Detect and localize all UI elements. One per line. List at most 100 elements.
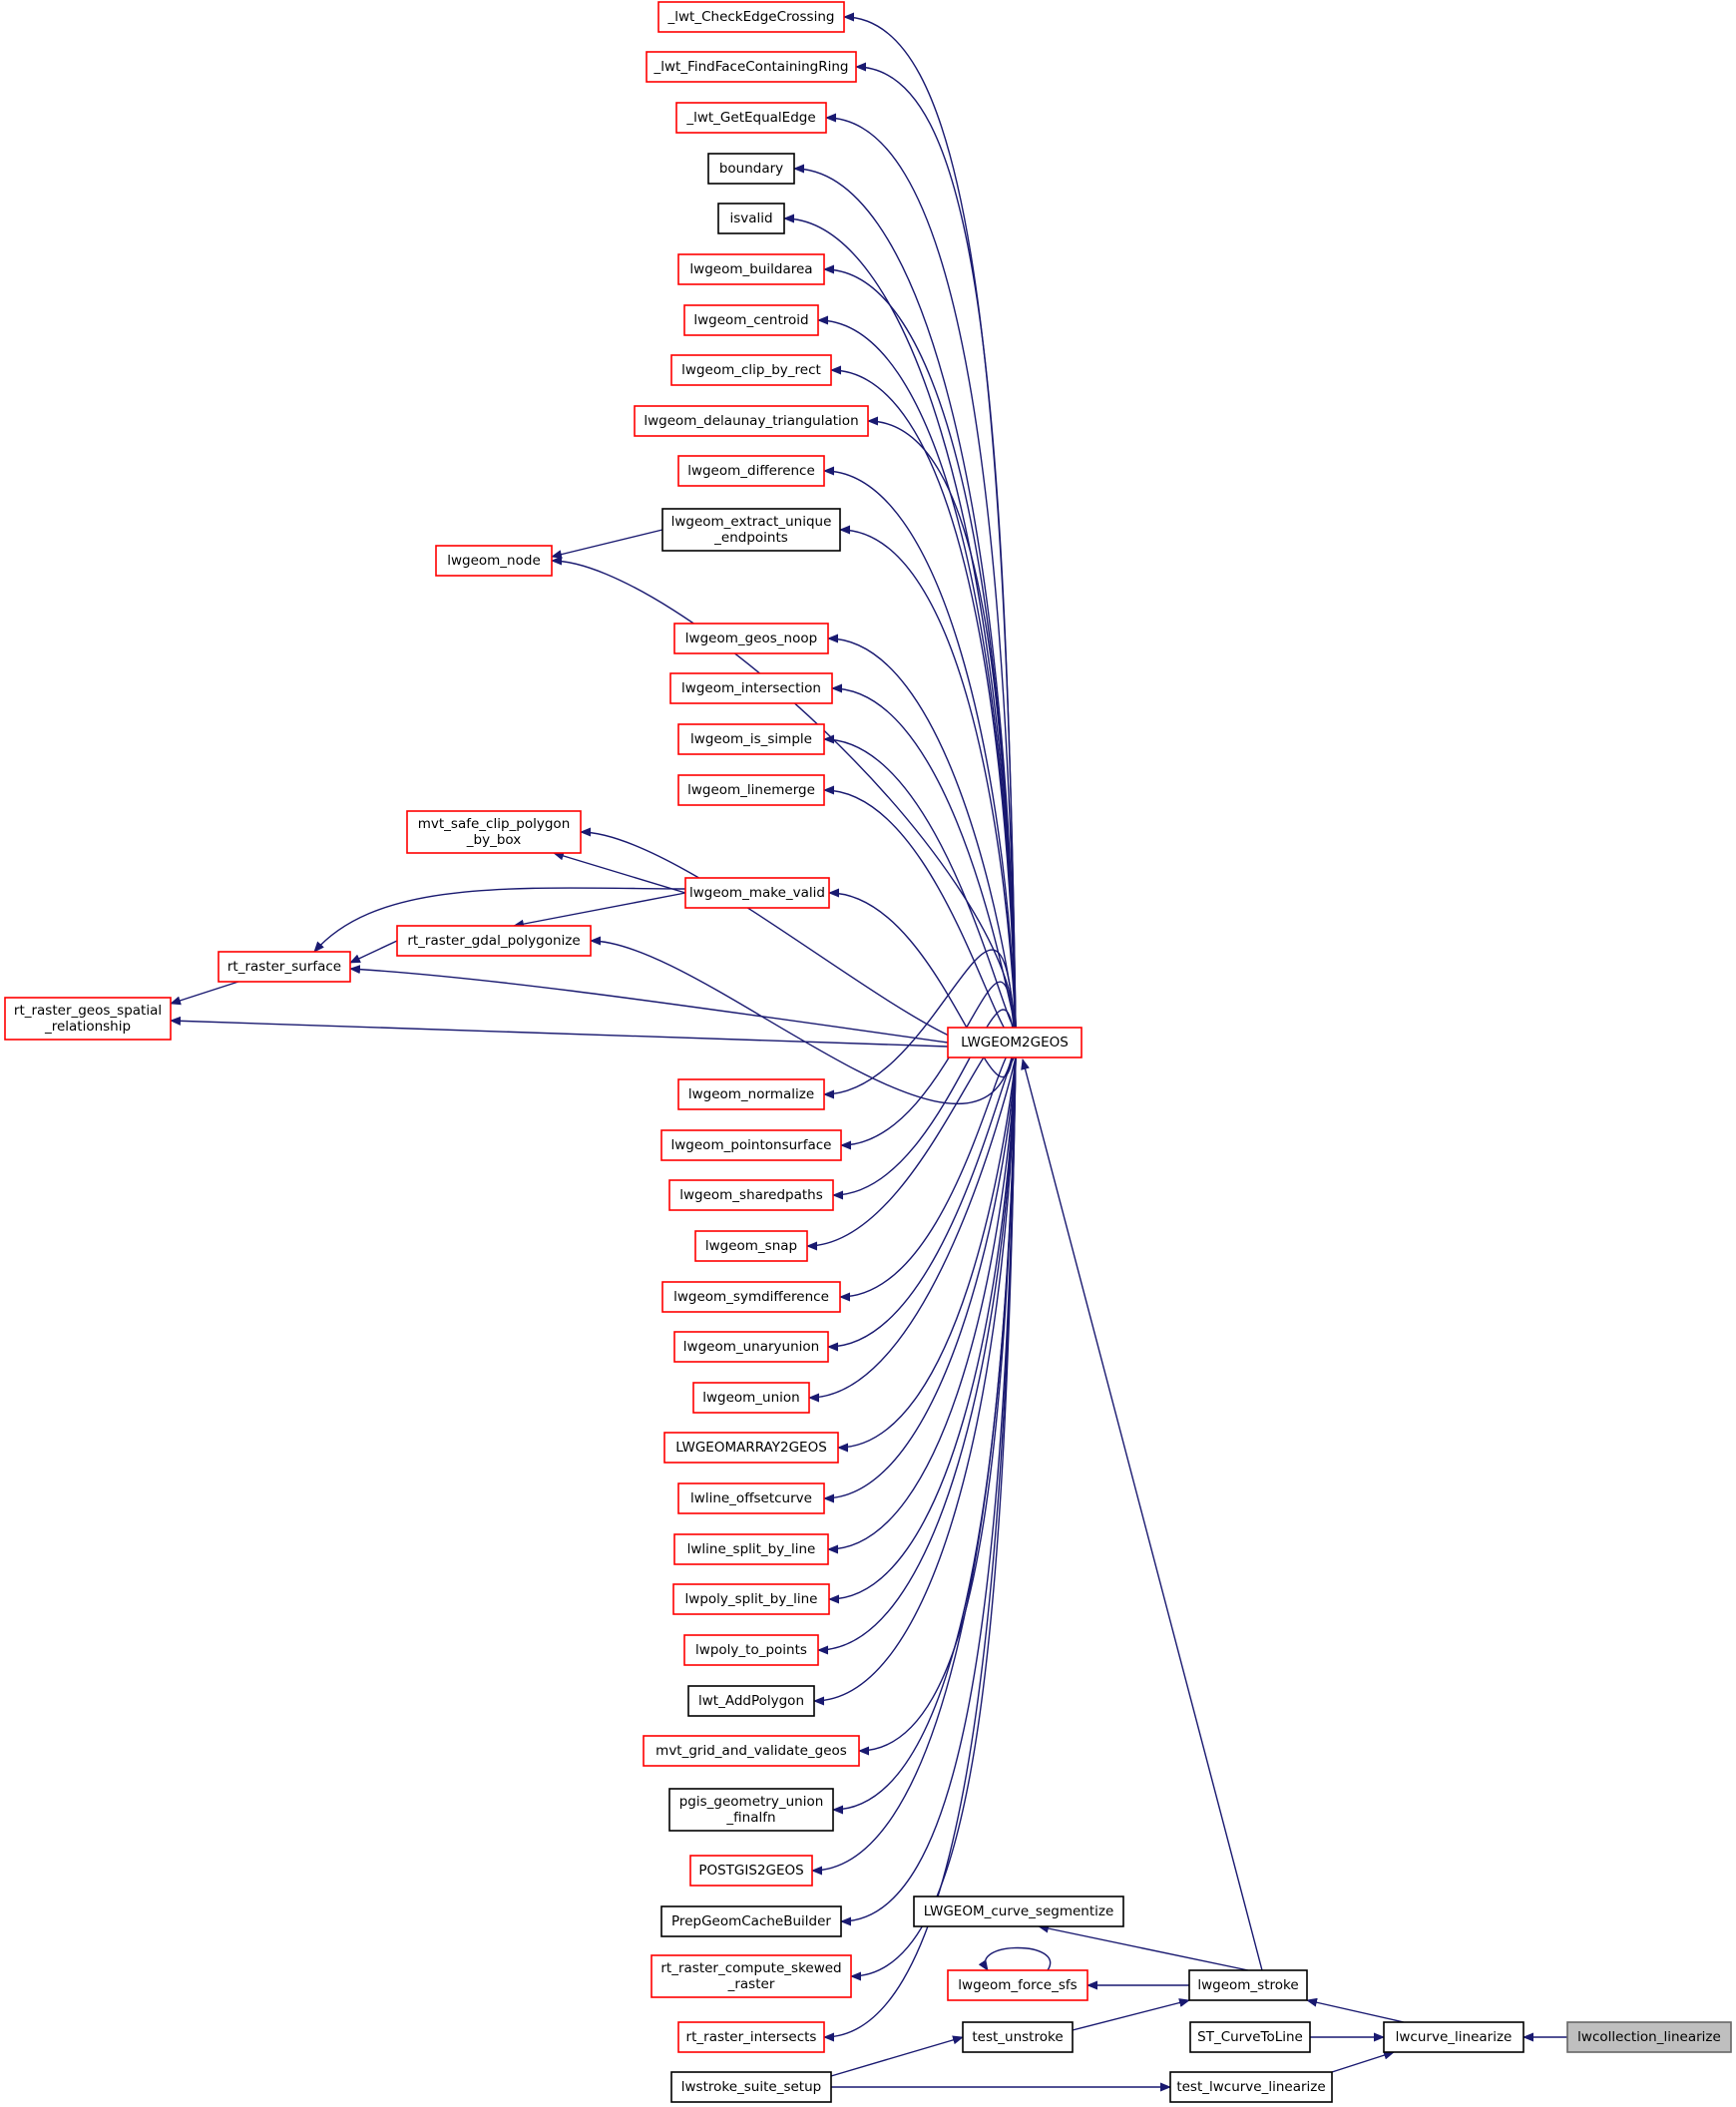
node-st-curve[interactable]: ST_CurveToLine xyxy=(1189,2021,1311,2053)
node-unstroke[interactable]: test_unstroke xyxy=(962,2021,1074,2053)
edge-lwgeom2geos-to-geos_noop xyxy=(827,633,1017,1029)
node-lwgeom2geos[interactable]: LWGEOM2GEOS xyxy=(947,1027,1083,1058)
node-label: rt_raster_compute_skewed xyxy=(660,1960,841,1976)
node-box xyxy=(670,2071,832,2103)
node-label: PrepGeomCacheBuilder xyxy=(671,1913,831,1929)
node-normalize[interactable]: lwgeom_normalize xyxy=(677,1078,825,1110)
node-label: ST_CurveToLine xyxy=(1197,2029,1303,2045)
node-label: _relationship xyxy=(44,1019,131,1035)
node-label: _lwt_FindFaceContainingRing xyxy=(652,59,848,75)
node-buildarea[interactable]: lwgeom_buildarea xyxy=(677,253,825,285)
edge-lwgeom2geos-to-raster-surface xyxy=(349,965,949,1044)
node-label: _lwt_CheckEdgeCrossing xyxy=(667,9,835,25)
node-delaunay[interactable]: lwgeom_delaunay_triangulation xyxy=(634,405,869,437)
node-poly-split[interactable]: lwpoly_split_by_line xyxy=(672,1583,830,1615)
node-box xyxy=(677,455,825,487)
node-poly-points[interactable]: lwpoly_to_points xyxy=(683,1634,819,1666)
node-raster-surface[interactable]: rt_raster_surface xyxy=(217,951,351,983)
node-box xyxy=(406,810,582,854)
node-label: LWGEOM_curve_segmentize xyxy=(924,1903,1114,1919)
edge-lwgeom2geos-to-symdiff xyxy=(839,1049,1017,1302)
node-snap[interactable]: lwgeom_snap xyxy=(694,1230,808,1262)
node-box xyxy=(668,1179,834,1211)
edges xyxy=(170,12,1567,2092)
node-postgis2geos[interactable]: POSTGIS2GEOS xyxy=(689,1855,813,1887)
node-label: lwt_AddPolygon xyxy=(698,1693,804,1709)
node-boundary[interactable]: boundary xyxy=(707,153,795,185)
node-suite-setup[interactable]: lwstroke_suite_setup xyxy=(670,2071,832,2103)
node-label: lwcollection_linearize xyxy=(1577,2029,1721,2045)
node-test-lwcurve[interactable]: test_lwcurve_linearize xyxy=(1169,2071,1333,2103)
node-skewed[interactable]: rt_raster_compute_skewed_raster xyxy=(651,1954,852,1998)
node-label: rt_raster_gdal_polygonize xyxy=(407,933,580,949)
node-box xyxy=(672,1583,830,1615)
node-label: lwgeom_stroke xyxy=(1197,1977,1298,1993)
edge-lwgeom2geos-to-is_simple xyxy=(823,734,1017,1029)
node-lwcurve-lin[interactable]: lwcurve_linearize xyxy=(1383,2021,1524,2053)
node-box xyxy=(707,153,795,185)
node-label: mvt_grid_and_validate_geos xyxy=(655,1743,847,1759)
node-force-sfs[interactable]: lwgeom_force_sfs xyxy=(947,1969,1088,2001)
node-label: _finalfn xyxy=(725,1810,775,1826)
node-mvt-grid[interactable]: mvt_grid_and_validate_geos xyxy=(643,1735,860,1767)
node-label: test_unstroke xyxy=(972,2029,1063,2045)
node-lwcoll-lin[interactable]: lwcollection_linearize xyxy=(1566,2021,1732,2053)
node-unaryunion[interactable]: lwgeom_unaryunion xyxy=(673,1331,829,1363)
node-rt-intersects[interactable]: rt_raster_intersects xyxy=(677,2021,825,2053)
node-box xyxy=(668,1788,834,1832)
node-label: isvalid xyxy=(729,211,772,226)
node-box xyxy=(657,1,845,33)
node-centroid[interactable]: lwgeom_centroid xyxy=(683,304,819,336)
edge-lwgeom2geos-to-prepgeom xyxy=(840,1056,1017,1926)
node-box xyxy=(677,774,825,806)
node-offsetcurve[interactable]: lwline_offsetcurve xyxy=(677,1482,825,1514)
node-stroke[interactable]: lwgeom_stroke xyxy=(1188,1969,1308,2001)
node-box xyxy=(689,1855,813,1887)
node-box xyxy=(947,1027,1083,1058)
node-extract[interactable]: lwgeom_extract_unique_endpoints xyxy=(661,508,841,552)
node-gdal-poly[interactable]: rt_raster_gdal_polygonize xyxy=(396,925,592,957)
edge-make-valid-to-raster-surface xyxy=(313,887,686,953)
node-sharedpaths[interactable]: lwgeom_sharedpaths xyxy=(668,1179,834,1211)
node-array2geos[interactable]: LWGEOMARRAY2GEOS xyxy=(663,1432,839,1464)
node-label: lwgeom_geos_noop xyxy=(685,631,817,646)
edge-lwgeom2geos-to-gdal_poly xyxy=(590,936,1017,1104)
node-label: rt_raster_intersects xyxy=(686,2029,817,2045)
node-make-valid[interactable]: lwgeom_make_valid xyxy=(684,877,830,909)
node-node[interactable]: lwgeom_node xyxy=(435,545,553,577)
node-is-simple[interactable]: lwgeom_is_simple xyxy=(677,723,825,755)
node-prepgeom[interactable]: PrepGeomCacheBuilder xyxy=(660,1905,842,1937)
node-lwt-check[interactable]: _lwt_CheckEdgeCrossing xyxy=(657,1,845,33)
edge-make-valid-to-mvt-clip xyxy=(553,851,686,894)
edge-lwgeom2geos-to-delaunay xyxy=(867,416,1017,1029)
node-geos-noop[interactable]: lwgeom_geos_noop xyxy=(673,623,829,654)
node-box xyxy=(646,51,857,83)
node-mvt-clip[interactable]: mvt_safe_clip_polygon_by_box xyxy=(406,810,582,854)
node-addpolygon[interactable]: lwt_AddPolygon xyxy=(687,1685,815,1717)
node-linemerge[interactable]: lwgeom_linemerge xyxy=(677,774,825,806)
node-union[interactable]: lwgeom_union xyxy=(692,1382,810,1414)
node-curve-seg[interactable]: LWGEOM_curve_segmentize xyxy=(913,1896,1124,1927)
node-box xyxy=(675,102,827,134)
node-lwt-getequal[interactable]: _lwt_GetEqualEdge xyxy=(675,102,827,134)
node-label: lwgeom_pointonsurface xyxy=(671,1137,832,1153)
edge-lwgeom2geos-to-poly_points xyxy=(817,1056,1017,1655)
node-pointonsurface[interactable]: lwgeom_pointonsurface xyxy=(660,1129,842,1161)
node-geos-spatial[interactable]: rt_raster_geos_spatial_relationship xyxy=(4,997,172,1041)
node-label: rt_raster_surface xyxy=(227,959,341,975)
node-line-split[interactable]: lwline_split_by_line xyxy=(673,1533,829,1565)
node-label: lwgeom_linemerge xyxy=(687,782,815,798)
node-intersection[interactable]: lwgeom_intersection xyxy=(669,672,833,704)
node-clip-rect[interactable]: lwgeom_clip_by_rect xyxy=(670,354,832,386)
edge-lwgeom2geos-to-array2geos xyxy=(837,1056,1017,1453)
node-label: lwgeom_delaunay_triangulation xyxy=(644,413,858,429)
edge-lwgeom2geos-to-mvt_grid xyxy=(858,1056,1017,1756)
node-symdiff[interactable]: lwgeom_symdifference xyxy=(661,1281,841,1313)
node-label: mvt_safe_clip_polygon xyxy=(418,816,571,832)
node-label: lwgeom_symdifference xyxy=(673,1289,829,1305)
node-box xyxy=(684,877,830,909)
node-lwt-findface[interactable]: _lwt_FindFaceContainingRing xyxy=(646,51,857,83)
node-isvalid[interactable]: isvalid xyxy=(717,203,785,234)
node-pgis-union[interactable]: pgis_geometry_union_finalfn xyxy=(668,1788,834,1832)
node-difference[interactable]: lwgeom_difference xyxy=(677,455,825,487)
